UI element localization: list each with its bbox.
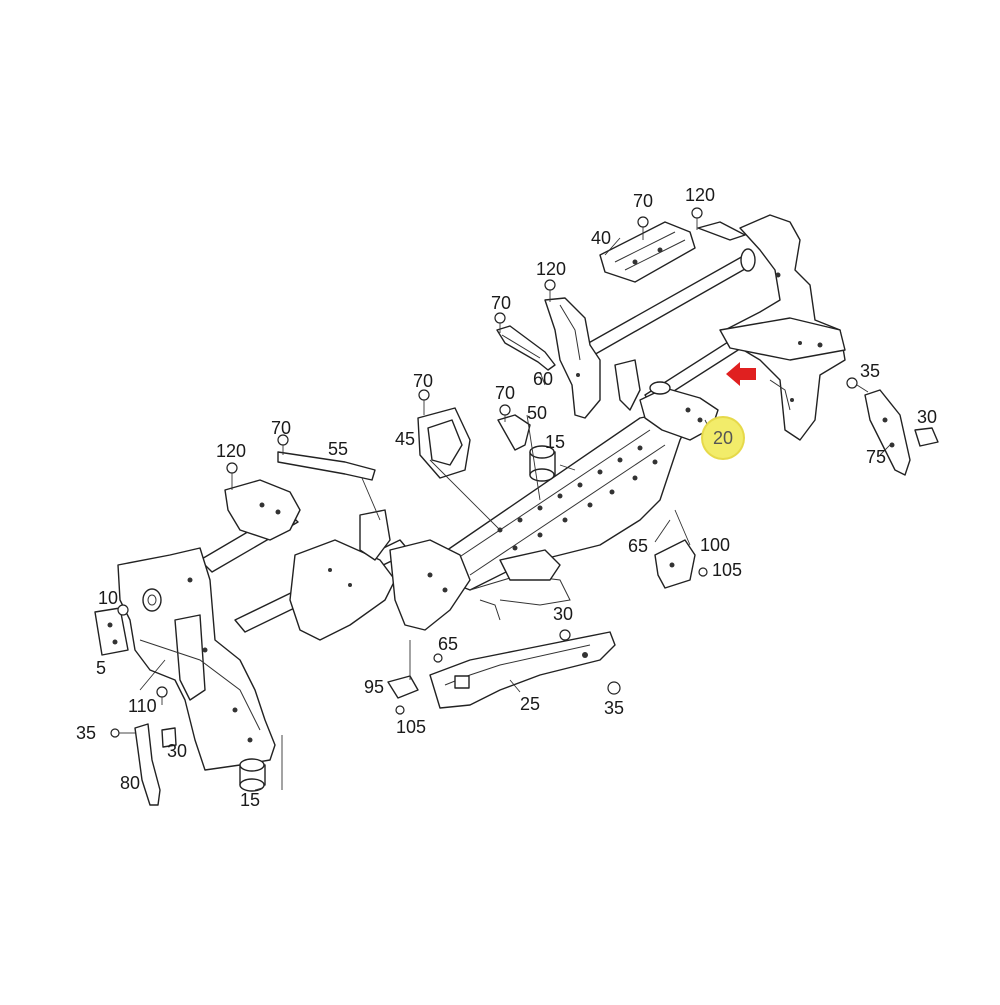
- callout-30: 30: [553, 604, 574, 624]
- part-45-mount: [417, 407, 471, 479]
- callout-40: 40: [591, 228, 612, 248]
- callout-30: 30: [917, 407, 938, 427]
- part-120-top-bracket: [697, 221, 746, 241]
- part-25-arm: [429, 631, 616, 709]
- callout-65: 65: [628, 536, 649, 556]
- callout-110: 110: [128, 696, 157, 716]
- part-5-plate: [94, 607, 129, 656]
- bolts: [110, 207, 869, 738]
- callout-45: 45: [395, 429, 416, 449]
- callout-60: 60: [533, 369, 554, 389]
- callout-95: 95: [364, 677, 385, 697]
- part-55-strap: [277, 451, 376, 481]
- main-side-rail: [439, 359, 719, 591]
- direction-arrow: [726, 362, 756, 386]
- callout-70: 70: [495, 383, 516, 403]
- callout-120: 120: [685, 185, 716, 205]
- callout-10: 10: [98, 588, 119, 608]
- callout-5: 5: [96, 658, 107, 678]
- part-95-clip: [387, 675, 419, 699]
- callout-120: 120: [216, 441, 247, 461]
- part-100-bracket: [654, 539, 696, 589]
- callout-50: 50: [527, 403, 548, 423]
- callout-120: 120: [536, 259, 567, 279]
- callout-35: 35: [604, 698, 625, 718]
- leader-lines: [139, 237, 891, 791]
- highlighted-part-number: 20: [712, 427, 734, 448]
- part-75-bracket: [864, 389, 939, 476]
- callout-105: 105: [396, 717, 427, 737]
- callout-15: 15: [545, 432, 566, 452]
- callout-70: 70: [633, 191, 654, 211]
- callout-100: 100: [700, 535, 731, 555]
- callout-25: 25: [520, 694, 541, 714]
- callout-80: 80: [120, 773, 141, 793]
- part-80-bracket: [134, 723, 161, 806]
- rear-crossmember: [584, 214, 846, 441]
- highlighted-part-callout[interactable]: 20: [703, 418, 743, 458]
- callout-30: 30: [167, 741, 188, 761]
- callout-70: 70: [413, 371, 434, 391]
- callout-75: 75: [866, 447, 887, 467]
- mid-left-bracket: [544, 297, 601, 419]
- callout-70: 70: [491, 293, 512, 313]
- callout-35: 35: [76, 723, 97, 743]
- callout-65: 65: [438, 634, 459, 654]
- part-40-bracket: [599, 221, 696, 283]
- front-crossmember: [199, 479, 571, 641]
- callout-15: 15: [240, 790, 261, 810]
- part-30-left-clip: [161, 727, 177, 748]
- part-60-strap: [496, 325, 556, 371]
- part-50-bracket: [497, 414, 531, 451]
- callout-105: 105: [712, 560, 743, 580]
- callout-35: 35: [860, 361, 881, 381]
- callout-70: 70: [271, 418, 292, 438]
- callout-55: 55: [328, 439, 349, 459]
